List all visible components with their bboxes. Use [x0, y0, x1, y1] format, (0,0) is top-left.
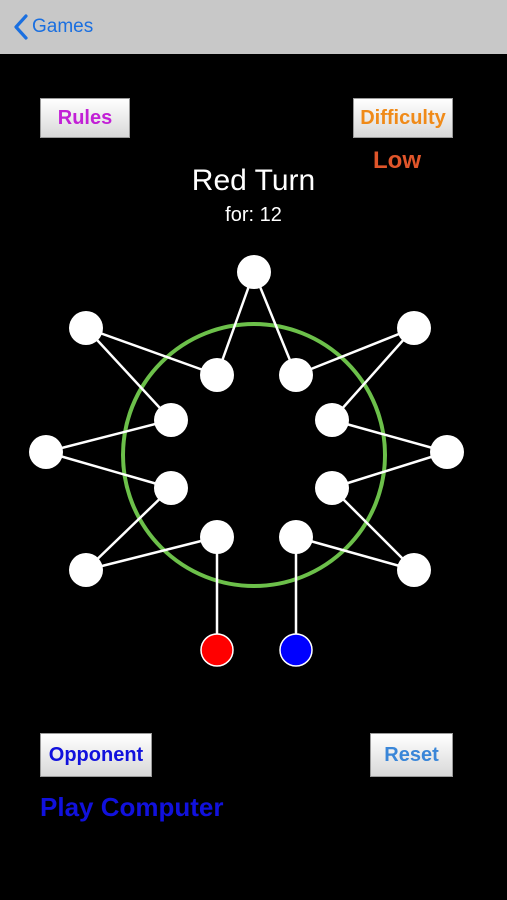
- rules-button[interactable]: Rules: [40, 98, 130, 138]
- board-edge: [45, 450, 172, 490]
- board-node[interactable]: [29, 435, 63, 469]
- reset-button[interactable]: Reset: [370, 733, 453, 777]
- blue-token[interactable]: [279, 633, 313, 667]
- board-edge: [331, 418, 448, 454]
- board-tokens: [200, 633, 313, 667]
- board-edge: [331, 487, 415, 571]
- board-node[interactable]: [430, 435, 464, 469]
- board-node[interactable]: [397, 311, 431, 345]
- difficulty-button[interactable]: Difficulty: [353, 98, 453, 138]
- difficulty-value: Low: [373, 147, 421, 174]
- nav-bar: Games: [0, 0, 507, 54]
- board-edge: [45, 418, 172, 454]
- board-edge: [331, 450, 448, 490]
- board-node[interactable]: [200, 358, 234, 392]
- turn-counter-label: for:: [225, 204, 255, 226]
- board-edge: [295, 535, 415, 572]
- board-node[interactable]: [315, 471, 349, 505]
- red-token[interactable]: [200, 633, 234, 667]
- board-edge: [85, 327, 172, 421]
- opponent-button[interactable]: Opponent: [40, 733, 152, 777]
- board-node[interactable]: [69, 311, 103, 345]
- board-node[interactable]: [279, 358, 313, 392]
- back-button[interactable]: Games: [14, 12, 93, 42]
- board-node[interactable]: [154, 471, 188, 505]
- board-ring: [121, 322, 387, 588]
- chevron-left-icon: [14, 14, 28, 40]
- board-node[interactable]: [69, 553, 103, 587]
- opponent-value: Play Computer: [40, 792, 224, 822]
- board-edge: [215, 271, 256, 376]
- board-node[interactable]: [279, 520, 313, 554]
- board-node[interactable]: [237, 255, 271, 289]
- turn-counter: for: 12: [0, 204, 507, 227]
- board-edge: [85, 535, 218, 572]
- board-node[interactable]: [154, 403, 188, 437]
- turn-counter-value: 12: [259, 204, 282, 226]
- board-nodes: [29, 255, 464, 587]
- turn-status: Red Turn: [191, 164, 316, 197]
- board-edge: [295, 326, 415, 377]
- board-edge: [85, 487, 172, 571]
- board-edge: [85, 326, 218, 377]
- board-edges: [45, 271, 448, 650]
- board-node[interactable]: [397, 553, 431, 587]
- board-edge: [252, 271, 298, 376]
- board-node[interactable]: [200, 520, 234, 554]
- board-edge: [331, 327, 415, 421]
- board-node[interactable]: [315, 403, 349, 437]
- back-label: Games: [32, 16, 94, 37]
